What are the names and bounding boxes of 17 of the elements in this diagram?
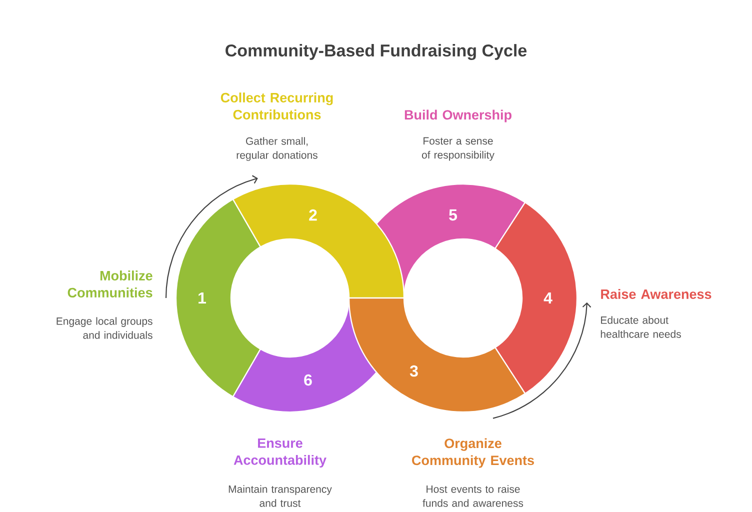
step-description: Maintain transparency and trust — [228, 485, 332, 507]
step-description: Host events to raise funds and awareness — [422, 485, 524, 507]
ring-segment: 1 — [175, 198, 262, 398]
step-heading: Organize Community Events — [412, 438, 534, 468]
ring-segment: 3 — [348, 297, 526, 413]
step-heading: Mobilize Communities — [68, 270, 152, 298]
title: Community-Based Fundraising Cycle — [226, 44, 527, 60]
step-description: Gather small, regular donations — [236, 137, 318, 161]
step-description: Foster a sense of responsibility — [422, 137, 494, 161]
step-heading: Raise Awareness — [601, 289, 712, 299]
step-description: Engage local groups and individuals — [56, 317, 152, 339]
step-description: Educate about healthcare needs — [600, 316, 681, 338]
ring-segment: 4 — [494, 202, 578, 394]
step-heading: Ensure Accountability — [234, 438, 326, 468]
ring-segment: 2 — [232, 183, 405, 299]
step-heading: Build Ownership — [404, 110, 512, 122]
step-heading: Collect Recurring Contributions — [220, 92, 333, 120]
